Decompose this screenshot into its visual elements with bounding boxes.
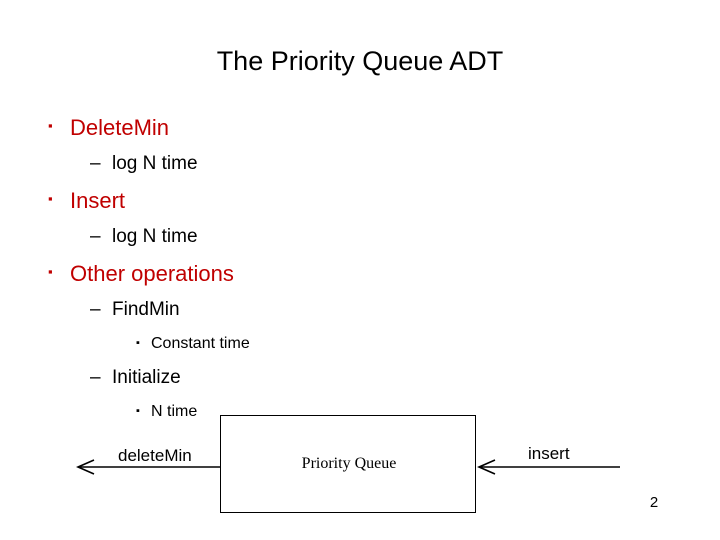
list-item-label: Constant time xyxy=(151,335,250,352)
insert-arrow-label: insert xyxy=(528,444,570,463)
list-item: – FindMin xyxy=(90,293,668,326)
list-item-label: DeleteMin xyxy=(70,114,170,140)
diagram-arrows xyxy=(76,459,620,475)
en-dash-bullet-icon: – xyxy=(90,299,101,320)
page-title: The Priority Queue ADT xyxy=(216,46,504,76)
list-item-label: Other operations xyxy=(70,260,234,286)
square-bullet-icon: ▪ xyxy=(136,336,140,349)
list-item: ▪ Other operations xyxy=(48,256,668,291)
list-item-label: FindMin xyxy=(112,299,180,320)
list-item: ▪ DeleteMin xyxy=(48,110,668,145)
deletemin-arrowhead-icon xyxy=(76,459,95,475)
list-item-label: N time xyxy=(151,403,198,420)
list-item-label: Initialize xyxy=(112,367,181,388)
list-item: – Initialize xyxy=(90,361,668,394)
priority-queue-box-label: Priority Queue xyxy=(301,455,397,472)
priority-queue-diagram: Priority Queue deleteMin insert xyxy=(0,408,720,528)
square-bullet-icon: ▪ xyxy=(136,404,140,417)
square-bullet-icon: ▪ xyxy=(48,264,53,279)
list-item: – log N time xyxy=(90,147,668,180)
square-bullet-icon: ▪ xyxy=(48,118,53,133)
en-dash-bullet-icon: – xyxy=(90,367,101,388)
list-item-label: log N time xyxy=(112,153,198,174)
priority-queue-box: Priority Queue xyxy=(220,415,476,513)
page-number: 2 xyxy=(649,494,659,511)
square-bullet-icon: ▪ xyxy=(48,191,53,206)
list-item: ▪ N time xyxy=(136,397,668,427)
insert-arrowhead-icon xyxy=(477,459,496,475)
list-item: ▪ Constant time xyxy=(136,329,668,359)
list-item-label: Insert xyxy=(70,187,126,213)
list-item: – log N time xyxy=(90,220,668,253)
deletemin-arrow-label: deleteMin xyxy=(118,446,192,465)
list-item-label: log N time xyxy=(112,226,198,247)
en-dash-bullet-icon: – xyxy=(90,226,101,247)
list-item: ▪ Insert xyxy=(48,183,668,218)
en-dash-bullet-icon: – xyxy=(90,153,101,174)
bullet-list: ▪ DeleteMin – log N time ▪ Insert – log … xyxy=(48,110,668,429)
